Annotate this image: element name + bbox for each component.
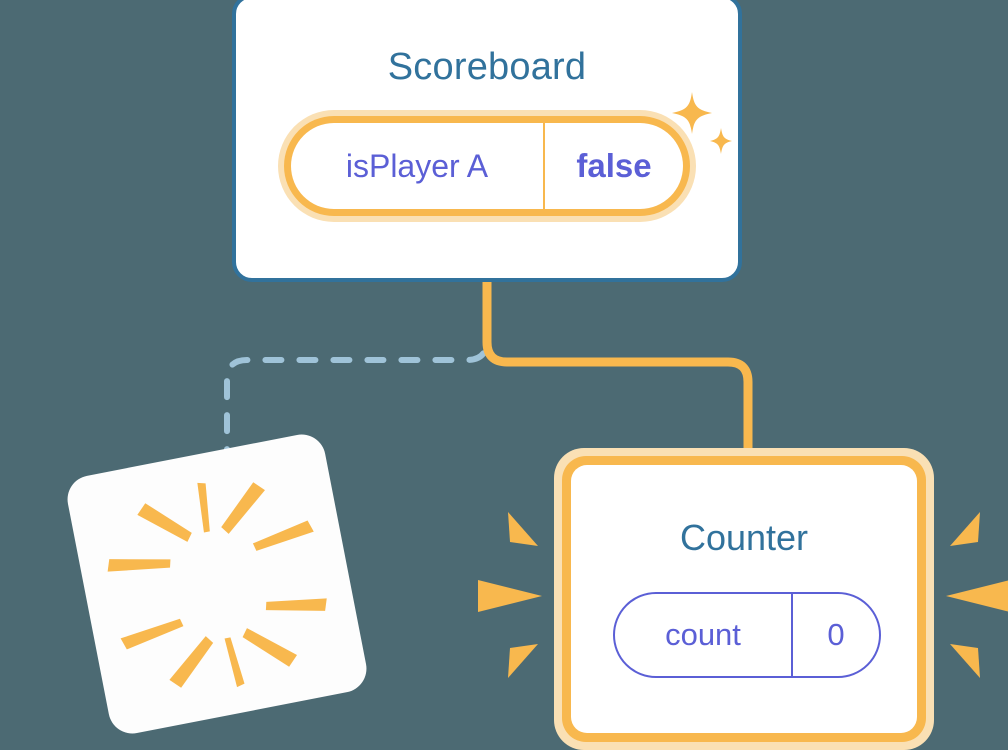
scoreboard-card[interactable]: Scoreboard isPlayer A false (232, 0, 742, 282)
scoreboard-prop-key: isPlayer A (345, 147, 489, 184)
ray-icon (508, 512, 538, 546)
ray-icon (120, 618, 184, 650)
ray-icon (950, 512, 980, 546)
counter-prop-value: 0 (827, 617, 845, 652)
scoreboard-prop-pill[interactable]: isPlayer A false (278, 110, 696, 222)
counter-card[interactable]: Counter count 0 (554, 448, 934, 750)
ray-icon (265, 598, 327, 611)
sparkle-large-icon (672, 92, 712, 134)
ray-icon (169, 636, 214, 688)
scoreboard-prop-pill-ring: isPlayer A false (284, 116, 690, 216)
burst-rays-icon (107, 482, 327, 688)
counter-right-burst-rays (946, 512, 1008, 678)
connector-dashed-scoreboard-to-burst-card (224, 283, 490, 465)
counter-prop-divider (791, 594, 793, 676)
sparkle-small-icon (710, 128, 732, 154)
scoreboard-prop-value: false (576, 147, 652, 184)
ray-icon (508, 644, 538, 678)
ray-icon (946, 580, 1008, 612)
ray-icon (252, 520, 314, 551)
counter-prop-pill[interactable]: count 0 (613, 592, 881, 678)
burst-card[interactable] (63, 430, 371, 738)
ray-icon (478, 580, 542, 612)
counter-card-body: Counter count 0 (571, 465, 917, 733)
connector-solid-scoreboard-to-counter (482, 282, 753, 462)
ray-icon (224, 637, 245, 688)
ray-icon (242, 628, 298, 667)
ray-icon (197, 482, 210, 533)
counter-prop-key: count (665, 617, 741, 652)
ray-icon (950, 644, 980, 678)
scoreboard-prop-pill-body: isPlayer A false (291, 123, 683, 209)
counter-left-burst-rays (478, 512, 542, 678)
counter-card-ring: Counter count 0 (562, 456, 926, 742)
scoreboard-title: Scoreboard (387, 46, 587, 88)
sparkle-group (672, 92, 732, 154)
ray-icon (107, 559, 171, 572)
ray-icon (137, 503, 192, 542)
ray-icon (221, 482, 265, 534)
scoreboard-prop-divider (543, 123, 545, 209)
counter-title: Counter (679, 517, 809, 558)
